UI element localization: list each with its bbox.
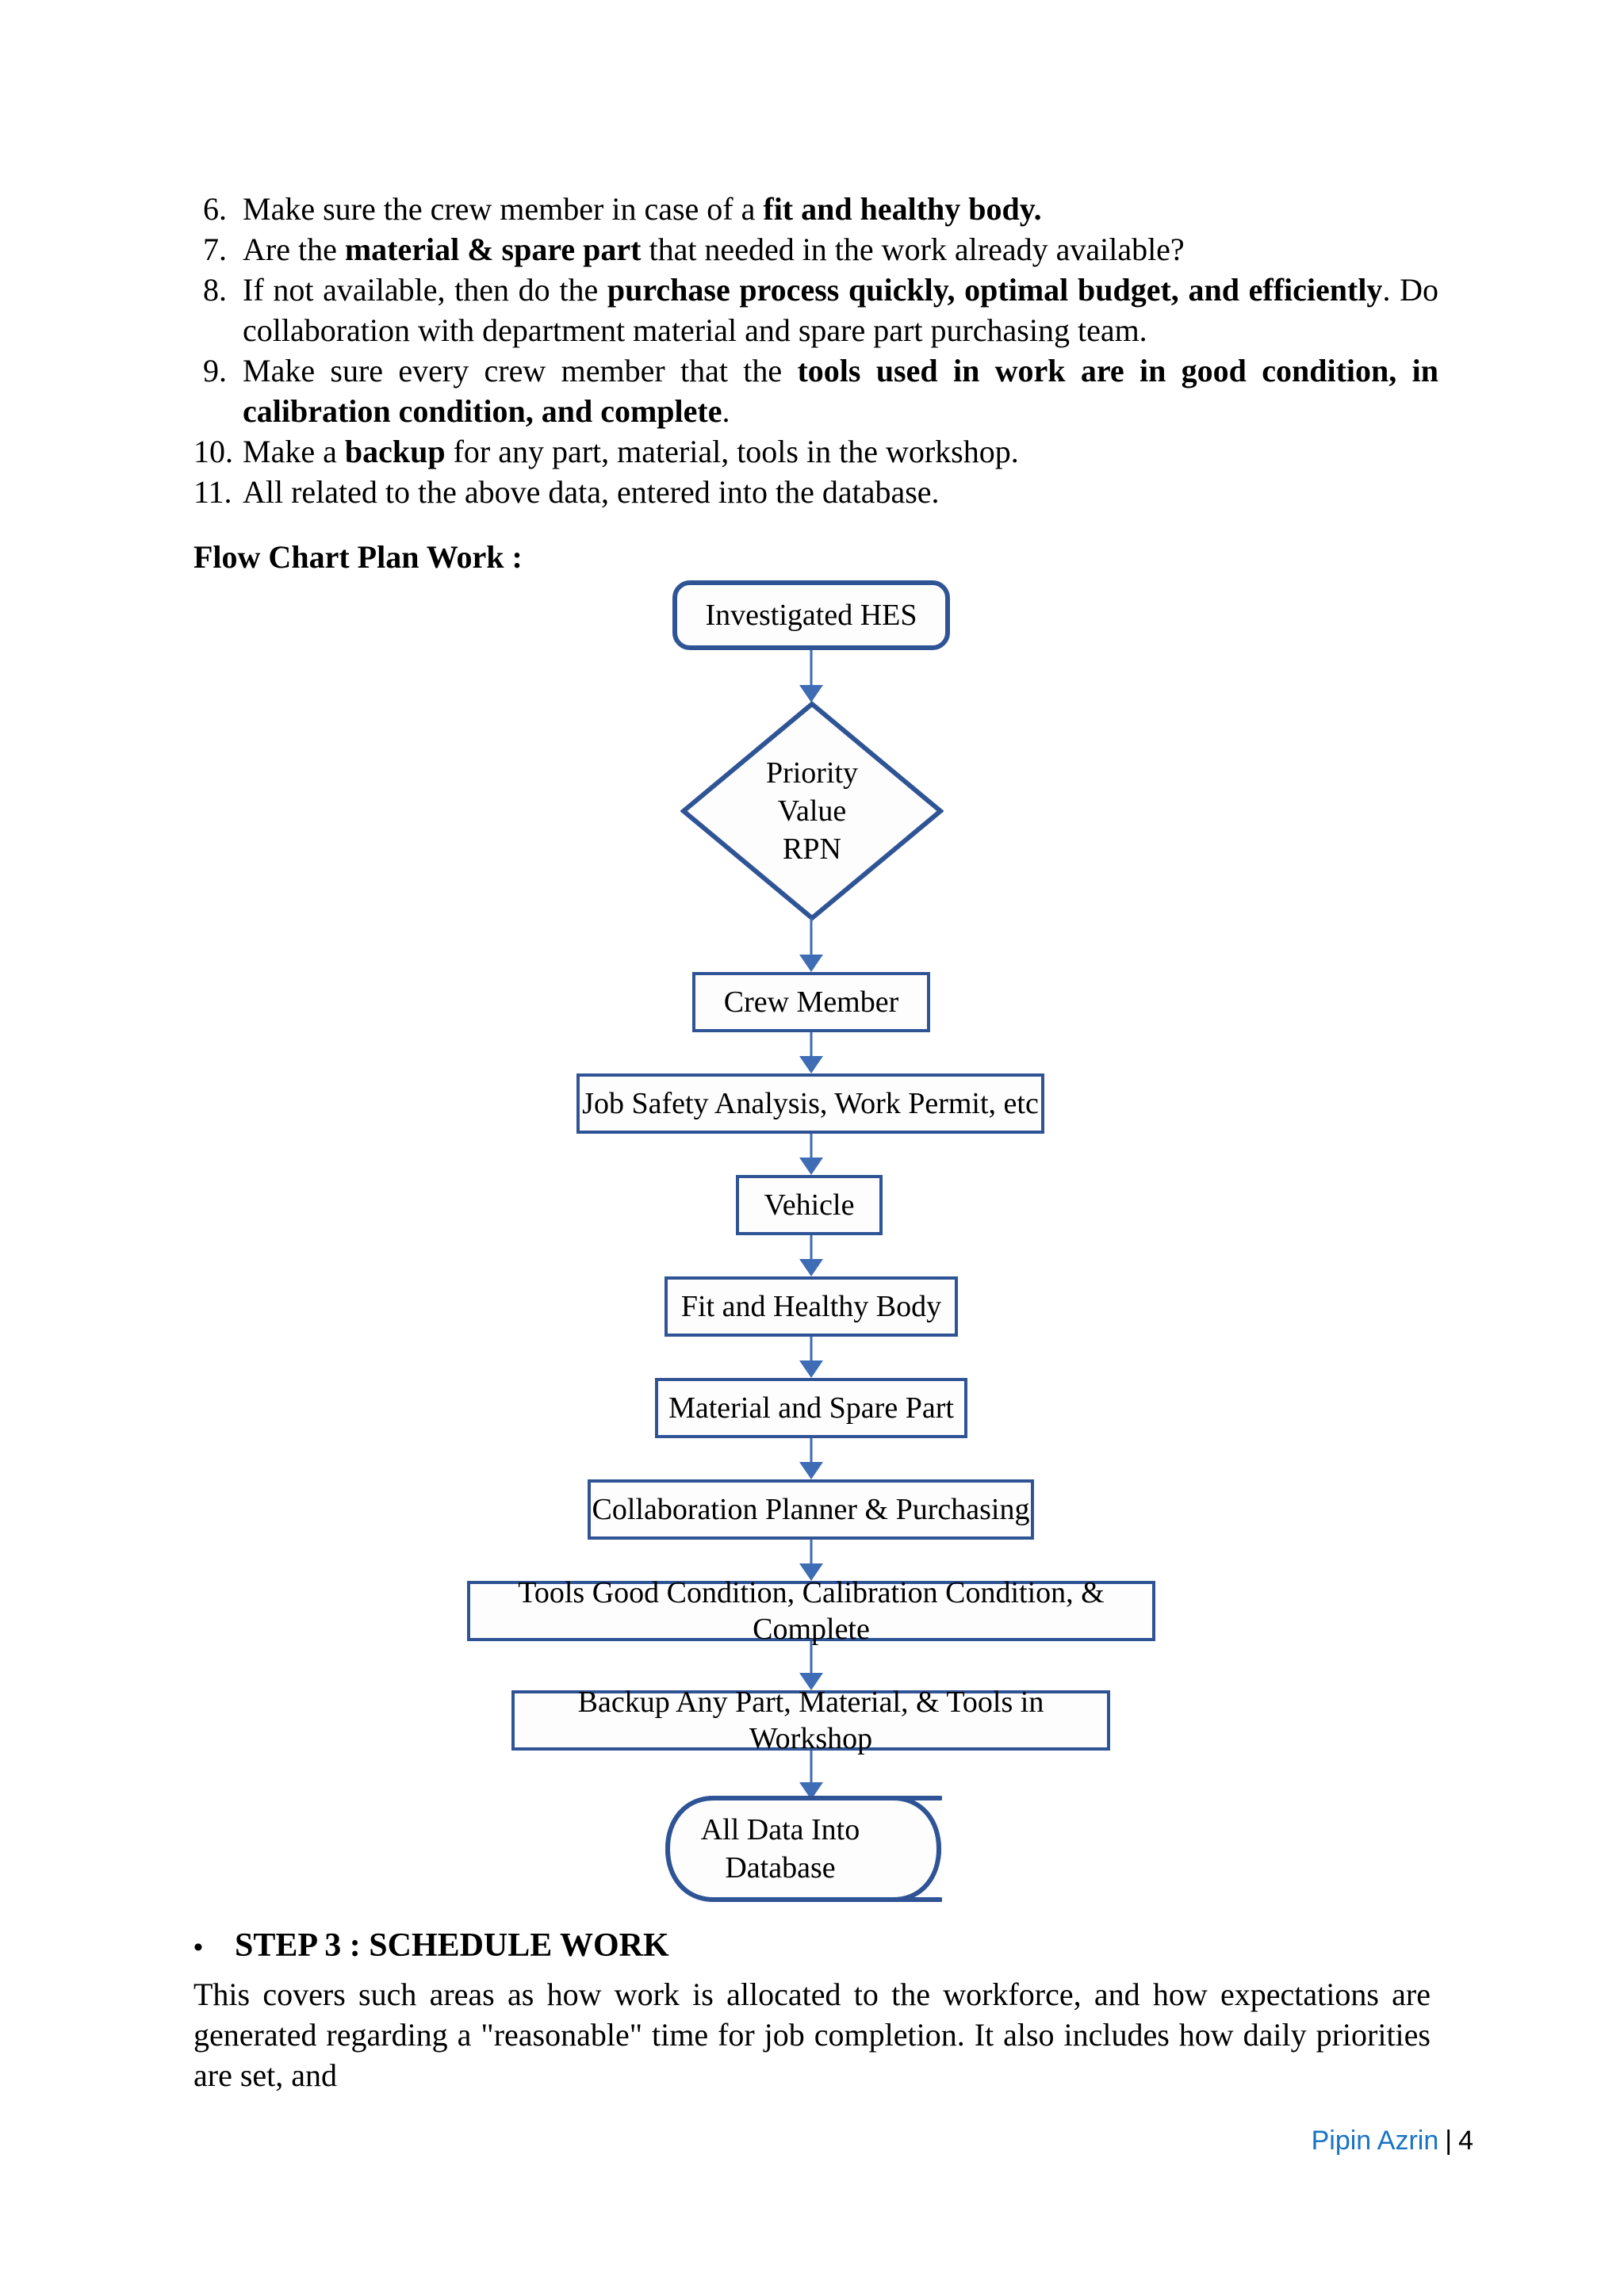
flow-node-label: Collaboration Planner & Purchasing xyxy=(592,1493,1030,1526)
list-item: 6. Make sure the crew member in case of … xyxy=(193,189,1438,229)
list-item: 7. Are the material & spare part that ne… xyxy=(193,229,1438,270)
flow-node-label: Job Safety Analysis, Work Permit, etc xyxy=(582,1087,1039,1120)
flow-node-label: Tools Good Condition, Calibration Condit… xyxy=(518,1576,1105,1646)
flow-node-label: Crew Member xyxy=(723,985,899,1019)
flow-node-label: All Data Into Database xyxy=(700,1813,860,1885)
list-item-number: 6. xyxy=(203,191,227,227)
list-item-text: Are the material & spare part that neede… xyxy=(243,232,1185,267)
footer-separator: | xyxy=(1445,2126,1453,2156)
flow-node-all-data-into-database[interactable]: All Data Into Database xyxy=(665,1795,942,1903)
list-item: 11. All related to the above data, enter… xyxy=(193,472,1438,512)
flow-edge-6 xyxy=(799,1337,823,1378)
database-shape xyxy=(665,1796,942,1902)
section-title: STEP 3 : SCHEDULE WORK xyxy=(235,1927,669,1964)
flow-edge-10 xyxy=(799,1751,823,1800)
flow-edge-8 xyxy=(799,1540,823,1581)
flow-node-crew-member[interactable]: Crew Member xyxy=(692,972,930,1032)
list-item-number: 8. xyxy=(203,272,227,308)
list-item-number: 11. xyxy=(193,474,232,510)
list-item-text: Make sure the crew member in case of a f… xyxy=(243,191,1042,227)
flow-chart-heading: Flow Chart Plan Work : xyxy=(193,539,523,575)
flow-node-tools-good-condition[interactable]: Tools Good Condition, Calibration Condit… xyxy=(467,1576,1155,1646)
flow-node-label: Fit and Healthy Body xyxy=(680,1290,942,1323)
list-item: 8. If not available, then do the purchas… xyxy=(193,270,1438,350)
list-item-number: 7. xyxy=(203,232,227,267)
list-item-number: 10. xyxy=(193,434,233,469)
flow-node-backup-any-part[interactable]: Backup Any Part, Material, & Tools in Wo… xyxy=(511,1686,1110,1755)
flow-node-label: Backup Any Part, Material, & Tools in Wo… xyxy=(577,1686,1044,1755)
flow-node-priority-value-rpn[interactable]: Priority Value RPN xyxy=(680,701,944,921)
flow-edge-4 xyxy=(799,1134,823,1175)
section-heading: • STEP 3 : SCHEDULE WORK xyxy=(193,1925,669,1969)
list-item-text: Make sure every crew member that the too… xyxy=(243,353,1438,429)
flow-node-vehicle[interactable]: Vehicle xyxy=(736,1175,883,1235)
flow-node-label: Vehicle xyxy=(764,1188,855,1222)
flow-node-collaboration-planner-purchasing[interactable]: Collaboration Planner & Purchasing xyxy=(588,1479,1034,1540)
flow-node-material-and-spare-part[interactable]: Material and Spare Part xyxy=(655,1378,967,1438)
list-item: 9. Make sure every crew member that the … xyxy=(193,350,1438,431)
body-paragraph: This covers such areas as how work is al… xyxy=(193,1976,1431,2093)
numbered-list: 6. Make sure the crew member in case of … xyxy=(193,189,1438,512)
footer-page-number: 4 xyxy=(1458,2126,1473,2156)
flow-edge-3 xyxy=(799,1032,823,1073)
flow-edge-2 xyxy=(799,918,823,972)
flow-node-label: Material and Spare Part xyxy=(668,1391,954,1425)
bullet-icon: • xyxy=(193,1933,203,1962)
list-item-text: If not available, then do the purchase p… xyxy=(243,272,1438,348)
flow-node-label: Priority Value RPN xyxy=(765,756,859,866)
flow-edge-1 xyxy=(799,650,823,702)
flow-node-fit-and-healthy-body[interactable]: Fit and Healthy Body xyxy=(665,1276,958,1337)
flow-edge-9 xyxy=(799,1641,823,1690)
footer-author: Pipin Azrin xyxy=(1311,2126,1439,2156)
list-item-text: Make a backup for any part, material, to… xyxy=(243,434,1019,469)
list-item-text: All related to the above data, entered i… xyxy=(243,474,940,510)
flow-node-job-safety-analysis[interactable]: Job Safety Analysis, Work Permit, etc xyxy=(576,1073,1044,1134)
list-item-number: 9. xyxy=(203,353,227,388)
flow-node-investigated-hes[interactable]: Investigated HES xyxy=(672,580,950,650)
list-item: 10. Make a backup for any part, material… xyxy=(193,431,1438,472)
flow-edge-5 xyxy=(799,1235,823,1276)
flow-edge-7 xyxy=(799,1438,823,1479)
page-footer: Pipin Azrin|4 xyxy=(1312,2125,1473,2156)
flow-node-label: Investigated HES xyxy=(705,599,917,632)
